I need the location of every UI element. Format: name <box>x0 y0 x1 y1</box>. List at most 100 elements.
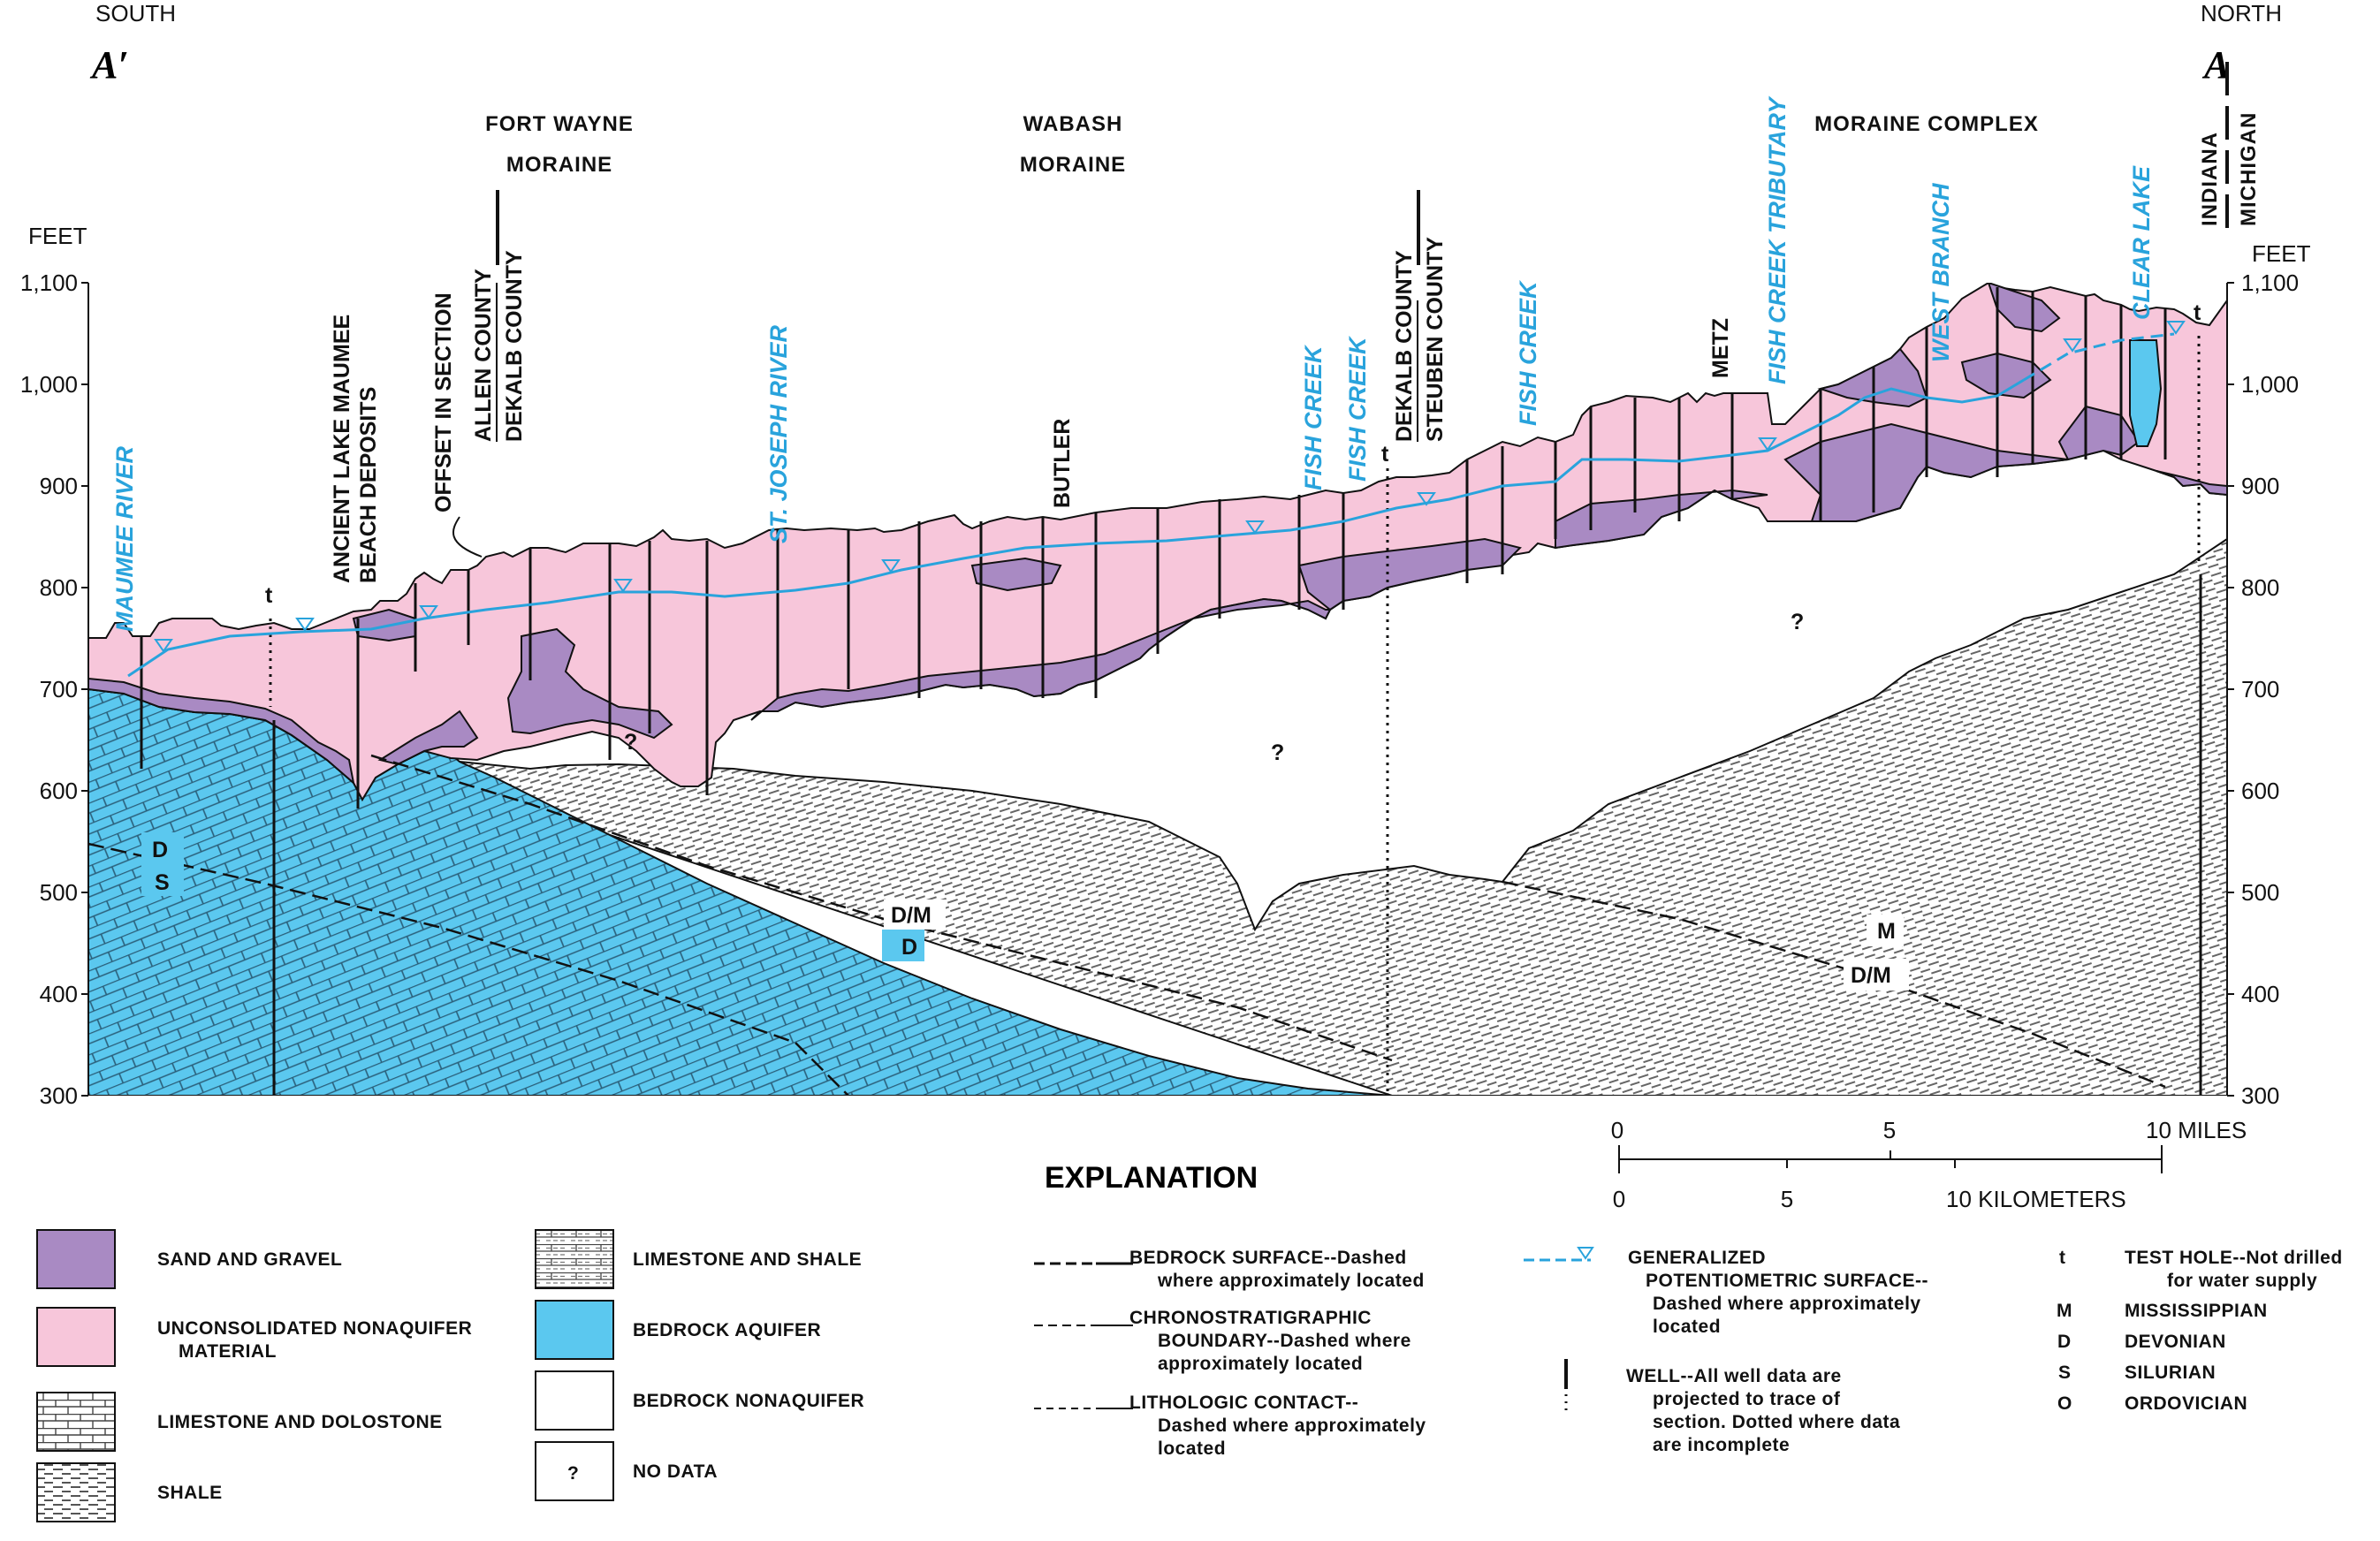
well-lines <box>140 287 2202 1096</box>
boundary-d-s <box>88 842 849 1096</box>
fish-creek-tributary-label: FISH CREEK TRIBUTARY <box>1764 95 1791 384</box>
legend-swatch-sand-gravel <box>36 1229 116 1289</box>
legend-silurian: SILURIAN <box>2125 1363 2216 1383</box>
legend-well-4: are incomplete <box>1653 1435 1790 1455</box>
cross-section-body <box>88 283 2227 1096</box>
legend-test-hole-1: TEST HOLE--Not drilled <box>2125 1248 2343 1268</box>
dekalb-county-label-1: DEKALB COUNTY <box>502 250 527 442</box>
sand-gravel-lens <box>2156 470 2227 497</box>
scale-km-0: 0 <box>1613 1186 1625 1212</box>
m-label-box <box>1867 915 1904 946</box>
scale-miles-10: 10 MILES <box>2146 1117 2247 1143</box>
sand-gravel-lens <box>970 557 1062 592</box>
allen-county-label: ALLEN COUNTY <box>471 269 496 442</box>
legend-unconsolidated-2: MATERIAL <box>179 1341 277 1362</box>
fort-wayne-moraine-label: FORT WAYNE <box>485 112 634 136</box>
legend-litho-2: Dashed where approximately <box>1158 1416 1426 1436</box>
dm-label-box-2 <box>1844 959 1909 991</box>
legend-s-symbol: S <box>2058 1363 2072 1383</box>
offset-in-section-label: OFFSET IN SECTION <box>431 292 456 512</box>
dm-label-1: D/M <box>891 903 931 928</box>
legend-potentiometric-marker <box>1577 1247 1594 1260</box>
legend-ordovician: ORDOVICIAN <box>2125 1393 2247 1414</box>
legend-d-symbol: D <box>2057 1332 2072 1352</box>
y-tick-label-left: 500 <box>40 879 78 906</box>
ds-upper-label: D <box>152 838 168 862</box>
ancient-lake-maumee-label: ANCIENT LAKE MAUMEE <box>330 315 354 583</box>
y-tick-label-right: 700 <box>2241 676 2279 702</box>
south-label: SOUTH <box>95 0 176 27</box>
legend-swatch-limestone-dolostone <box>36 1392 116 1452</box>
fish-creek-label-1: FISH CREEK <box>1300 344 1327 490</box>
potentiometric-surface-dashed <box>2023 332 2175 382</box>
st-joseph-river-label: ST. JOSEPH RIVER <box>765 324 792 543</box>
y-tick-label-right: 1,100 <box>2241 269 2299 296</box>
sand-gravel-lens <box>1960 352 2052 399</box>
butler-label: BUTLER <box>1050 419 1075 508</box>
dekalb-county-label-2: DEKALB COUNTY <box>1392 250 1417 442</box>
legend-limestone-dolostone: LIMESTONE AND DOLOSTONE <box>157 1412 443 1432</box>
d-label: D <box>901 935 917 960</box>
potentiometric-marker <box>2063 338 2082 353</box>
potentiometric-marker <box>154 639 173 653</box>
y-tick-label-left: 600 <box>40 778 78 804</box>
sand-gravel-lens <box>88 677 355 786</box>
legend-litho-3: located <box>1158 1439 1226 1459</box>
y-tick-label-left: 1,000 <box>20 371 78 398</box>
explanation-title: EXPLANATION <box>1045 1161 1258 1195</box>
no-data-mark-1: ? <box>624 730 637 755</box>
legend-swatch-shale <box>36 1462 116 1522</box>
test-hole-t-label-3: t <box>265 583 273 608</box>
potentiometric-markers <box>154 321 2186 653</box>
maumee-river-label: MAUMEE RIVER <box>111 445 138 632</box>
legend-swatch-bedrock-nonaquifer <box>535 1370 614 1431</box>
potentiometric-marker <box>881 559 901 573</box>
legend-well-2: projected to trace of <box>1653 1389 1841 1409</box>
y-tick-label-right: 300 <box>2241 1082 2279 1109</box>
y-tick-label-left: 800 <box>40 574 78 601</box>
legend-column-1: SAND AND GRAVEL UNCONSOLIDATED NONAQUIFE… <box>36 1229 472 1522</box>
sand-gravel-lens <box>506 627 673 740</box>
no-data-mark-3: ? <box>1791 610 1804 634</box>
legend-no-data: NO DATA <box>633 1461 718 1482</box>
wabash-moraine-label-2: MORAINE <box>1020 153 1126 177</box>
shale-unit <box>370 537 2227 1096</box>
legend-potent-1: GENERALIZED <box>1628 1248 1766 1268</box>
sand-gravel-lens <box>377 710 479 766</box>
dm-label-2: D/M <box>1851 963 1891 988</box>
boundary-d-m-north <box>1502 880 2166 1089</box>
potentiometric-marker <box>1245 520 1265 535</box>
legend-swatch-limestone-shale <box>535 1229 614 1289</box>
y-tick-label-right: 600 <box>2241 778 2279 804</box>
legend-m-symbol: M <box>2057 1301 2072 1321</box>
dm-label-box-1 <box>884 900 946 930</box>
state-line-marker: INDIANA MICHIGAN <box>2198 62 2261 228</box>
sand-gravel-lens <box>1555 489 1768 550</box>
test-hole-t-label-2: t <box>2194 300 2201 325</box>
legend-column-3: BEDROCK SURFACE--Dashed where approximat… <box>1034 1248 1426 1459</box>
legend-devonian: DEVONIAN <box>2125 1332 2226 1352</box>
y-axis-unit-left: FEET <box>28 223 87 249</box>
d-label-box <box>882 930 924 961</box>
legend-unconsolidated-1: UNCONSOLIDATED NONAQUIFER <box>157 1318 472 1339</box>
ds-lower-label: S <box>155 870 170 895</box>
y-axis-unit-right: FEET <box>2252 240 2311 267</box>
legend-swatch-unconsolidated <box>36 1307 116 1367</box>
legend-mississippian: MISSISSIPPIAN <box>2125 1301 2268 1321</box>
legend-chrono-3: approximately located <box>1158 1354 1363 1374</box>
scale-miles-5: 5 <box>1883 1117 1896 1143</box>
legend-bedrock-surface-1: BEDROCK SURFACE--Dashed <box>1129 1248 1407 1268</box>
beach-deposits-label: BEACH DEPOSITS <box>356 387 381 583</box>
sand-gravel-lens <box>1987 283 2061 333</box>
unit-code-labels: D S D/M D M D/M <box>141 832 1909 991</box>
y-tick-label-left: 300 <box>40 1082 78 1109</box>
fish-creek-label-3: FISH CREEK <box>1515 279 1541 426</box>
sand-gravel-lens <box>1297 537 1522 611</box>
legend-litho-1: LITHOLOGIC CONTACT-- <box>1129 1393 1358 1413</box>
test-hole-t-label-1: t <box>1381 442 1389 467</box>
scale-miles-0: 0 <box>1611 1117 1623 1143</box>
scale-km-10: 10 KILOMETERS <box>1946 1186 2126 1212</box>
